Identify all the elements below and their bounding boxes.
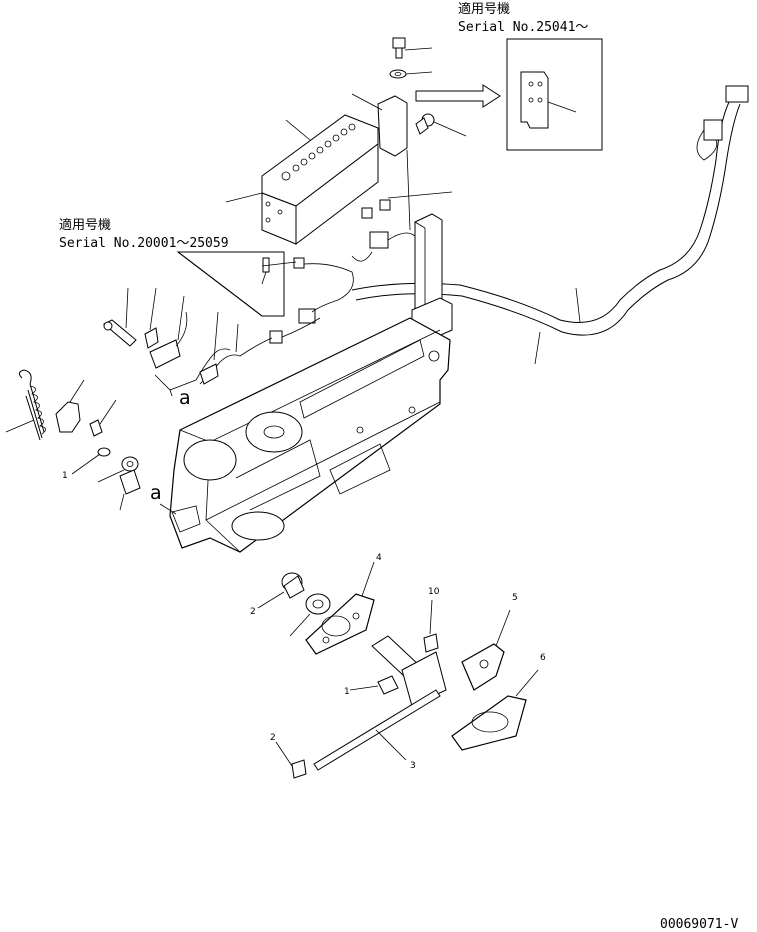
rod-3: [313, 689, 441, 771]
svg-text:a: a: [150, 482, 162, 504]
note-left-title: 適用号機: [59, 217, 111, 233]
part-number-4: 4: [376, 553, 382, 563]
part-number-5: 5: [512, 593, 518, 603]
left-cable-clamp: [149, 295, 188, 369]
top-bracket: [351, 93, 411, 231]
note-left-serial: Serial No.20001～25059: [59, 236, 229, 251]
left-bolt: [103, 287, 137, 347]
flange-lower: [289, 593, 331, 637]
part-number-3: 3: [410, 761, 416, 771]
main-frame: [169, 317, 451, 553]
cover-plate-6: [451, 669, 539, 751]
top-washer: [389, 69, 433, 79]
bushing-left-2: [119, 469, 141, 511]
part-number-2b: 2: [270, 733, 276, 743]
inset-box-left: [176, 251, 297, 317]
top-bolt: [392, 37, 433, 59]
drawing-number: 00069071-V: [660, 917, 738, 932]
mount-post: [411, 213, 453, 343]
part-number-1a: 1: [344, 687, 350, 697]
callout-a-lower: a: [150, 482, 177, 515]
small-bolt-left: [89, 399, 117, 437]
bushing-left-1: [97, 456, 139, 483]
spring-bracket: [55, 379, 85, 433]
part-number-10: 10: [428, 587, 440, 597]
pedal-plate: [305, 561, 375, 655]
part-number-1b: 1: [62, 471, 68, 481]
arrow-to-inset: [415, 84, 501, 108]
bushing-lower: [257, 572, 305, 609]
svg-text:a: a: [179, 387, 191, 409]
inset-box-top-right: [506, 38, 603, 151]
spring: [5, 369, 46, 441]
washer-left: [71, 447, 111, 475]
harness-cable: [351, 85, 749, 365]
part-number-2a: 2: [250, 607, 256, 617]
left-clip: [144, 287, 159, 349]
link-plate-5: [461, 609, 511, 691]
side-bolt: [415, 113, 467, 137]
connectors: [269, 191, 453, 344]
bolt-10: [423, 599, 439, 653]
callout-a-upper: a: [154, 374, 197, 409]
note-top-right-title: 適用号機: [458, 1, 510, 17]
left-wire-bundle: [195, 311, 273, 385]
bolt-2-lower: [275, 741, 307, 779]
shaft-assembly: [349, 635, 447, 707]
control-panel: [225, 114, 379, 246]
note-top-right-serial: Serial No.25041～: [458, 20, 588, 35]
part-number-6: 6: [540, 653, 546, 663]
